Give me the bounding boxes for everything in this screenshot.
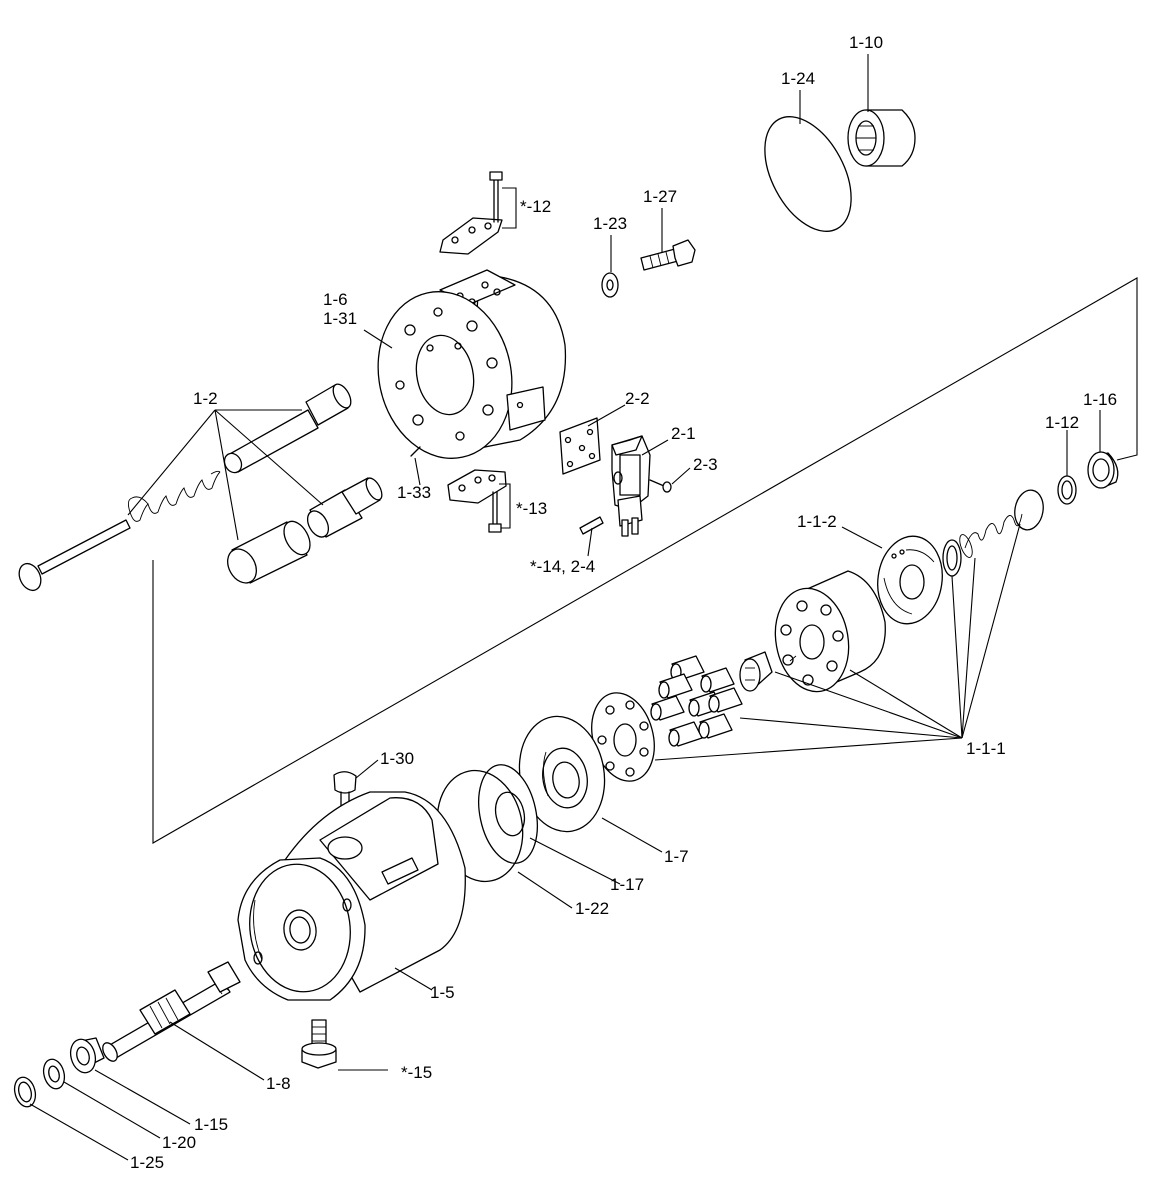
label-1-23: 1-23 <box>593 214 627 233</box>
part-1-2-pistons-spring[interactable] <box>15 381 385 594</box>
part-s15-bolt[interactable] <box>301 1019 337 1069</box>
part-s14-plug[interactable] <box>579 516 604 535</box>
label-s13: *-13 <box>516 499 547 518</box>
part-1-25-snap-ring[interactable] <box>11 1075 38 1109</box>
label-1-12: 1-12 <box>1045 413 1079 432</box>
part-s12-cover-plate[interactable] <box>439 171 503 255</box>
part-1-5-casing[interactable] <box>237 791 466 1001</box>
label-1-24: 1-24 <box>781 69 815 88</box>
part-s13-cover-plate[interactable] <box>447 469 507 533</box>
label-1-15: 1-15 <box>194 1115 228 1134</box>
part-1-33-pin[interactable] <box>410 446 421 457</box>
label-1-5: 1-5 <box>430 983 455 1002</box>
leader-lines <box>29 54 1101 1161</box>
part-1-6-housing[interactable] <box>363 269 567 471</box>
part-1-16-bearing[interactable] <box>1087 451 1119 489</box>
label-1-25: 1-25 <box>130 1153 164 1172</box>
part-1-23-washer[interactable] <box>601 272 619 298</box>
label-1-7: 1-7 <box>664 847 689 866</box>
part-1-15-bearing[interactable] <box>67 1036 105 1075</box>
part-2-2-gasket[interactable] <box>559 417 601 475</box>
part-1-12-snap-ring[interactable] <box>1057 475 1077 505</box>
part-1-8-shaft[interactable] <box>100 961 241 1064</box>
label-1-6: 1-6 <box>323 290 348 309</box>
label-2-3: 2-3 <box>693 455 718 474</box>
label-1-22: 1-22 <box>575 899 609 918</box>
part-1-10-bearing-sleeve[interactable] <box>847 109 916 167</box>
assembly-boundary-lines <box>152 277 1138 844</box>
label-1-31: 1-31 <box>323 309 357 328</box>
part-2-3-screw[interactable] <box>649 479 672 493</box>
part-labels: 1-10 1-24 *-12 1-27 1-23 1-6 1-31 2-2 2-… <box>130 33 1117 1172</box>
label-s15: *-15 <box>401 1063 432 1082</box>
part-1-24-o-ring[interactable] <box>747 102 869 245</box>
label-1-10: 1-10 <box>849 33 883 52</box>
label-1-2: 1-2 <box>193 389 218 408</box>
label-1-20: 1-20 <box>162 1133 196 1152</box>
label-s14-2-4: *-14, 2-4 <box>530 557 595 576</box>
label-2-1: 2-1 <box>671 424 696 443</box>
label-1-16: 1-16 <box>1083 390 1117 409</box>
label-2-2: 2-2 <box>625 389 650 408</box>
label-1-1-2: 1-1-2 <box>797 512 837 531</box>
label-1-17: 1-17 <box>610 875 644 894</box>
label-s12: *-12 <box>520 197 551 216</box>
part-1-20-collar[interactable] <box>40 1057 67 1091</box>
part-1-27-bolt[interactable] <box>640 239 696 271</box>
label-1-1-1: 1-1-1 <box>966 739 1006 758</box>
part-2-1-valve[interactable] <box>611 435 651 537</box>
label-1-27: 1-27 <box>643 187 677 206</box>
part-1-1-cylinder-group[interactable] <box>582 488 1046 788</box>
label-1-8: 1-8 <box>266 1074 291 1093</box>
label-1-33: 1-33 <box>397 483 431 502</box>
label-1-30: 1-30 <box>380 749 414 768</box>
